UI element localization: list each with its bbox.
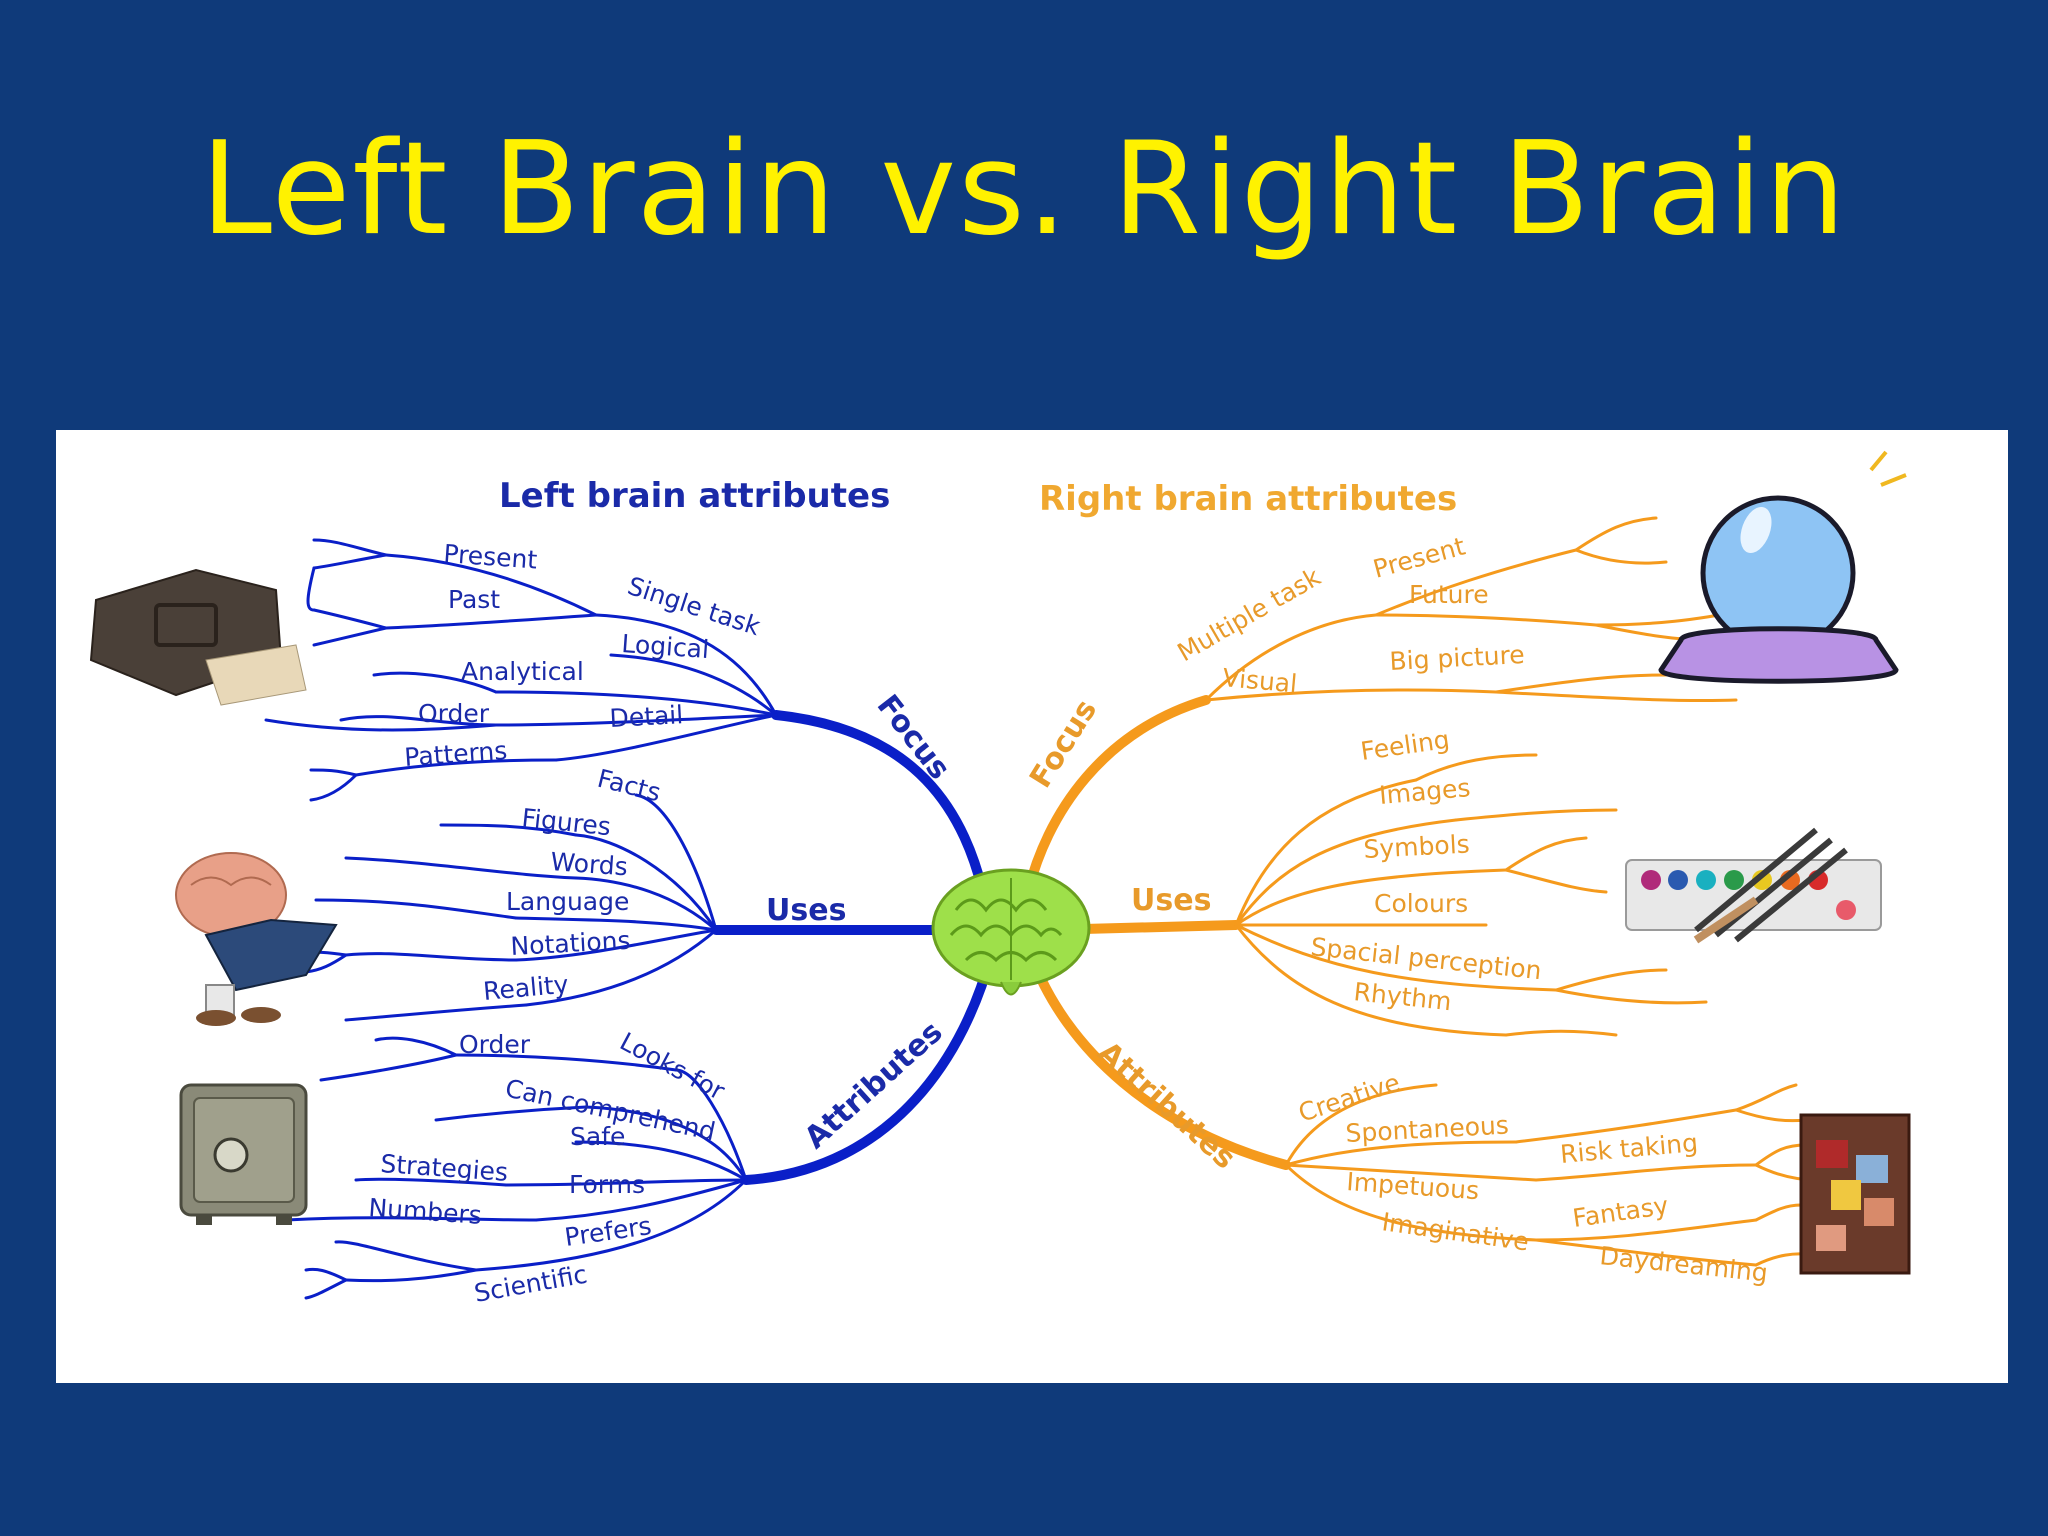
right-leaf-symbols: Symbols — [1363, 829, 1471, 864]
left-leaf-analytical: Analytical — [461, 657, 584, 686]
right-leaf-visual: Visual — [1221, 663, 1298, 698]
paint-palette-icon — [1625, 827, 1882, 944]
left-header: Left brain attributes — [499, 476, 890, 516]
left-leaf-figures: Figures — [520, 803, 612, 841]
left-leaf-looks-for: Looks for — [615, 1027, 730, 1106]
right-branches — [1021, 516, 1818, 1267]
right-uses-label: Uses — [1131, 883, 1211, 918]
left-leaf-language: Language — [506, 887, 629, 916]
left-leaf-strategies: Strategies — [380, 1149, 509, 1187]
right-header: Right brain attributes — [1039, 479, 1457, 519]
left-branches — [264, 538, 996, 1300]
right-leaf-impetuous: Impetuous — [1346, 1167, 1480, 1205]
left-leaf-scientific: Scientific — [472, 1260, 589, 1308]
left-leaf-detail: Detail — [609, 700, 684, 733]
mind-map: Left brain attributes Right brain attrib… — [89, 450, 1911, 1308]
left-leaf-numbers: Numbers — [368, 1193, 483, 1230]
crystal-ball-icon — [1658, 450, 1907, 684]
right-leaf-imaginative: Imaginative — [1380, 1207, 1531, 1256]
left-leaf-past: Past — [448, 585, 500, 614]
right-leaf-images: Images — [1378, 773, 1472, 810]
mind-map-panel: Left brain attributes Right brain attrib… — [56, 430, 2008, 1383]
right-leaf-present: Present — [1370, 531, 1468, 583]
left-leaf-safe: Safe — [570, 1122, 625, 1151]
right-focus-label: Focus — [1023, 694, 1104, 795]
right-leaf-daydreaming: Daydreaming — [1598, 1241, 1769, 1287]
puzzle-icon — [1799, 1113, 1911, 1275]
right-attributes-label: Attributes — [1091, 1035, 1243, 1176]
right-leaf-feeling: Feeling — [1359, 725, 1452, 766]
right-leaf-colours: Colours — [1374, 889, 1468, 918]
left-leaf-notations: Notations — [510, 926, 631, 961]
brain-reading-book-icon — [175, 852, 338, 1026]
right-leaf-multiple-task: Multiple task — [1173, 562, 1326, 667]
left-leaf-forms: Forms — [569, 1170, 645, 1199]
safe-icon — [179, 1083, 308, 1225]
left-leaf-logical: Logical — [621, 629, 710, 664]
right-leaf-fantasy: Fantasy — [1571, 1191, 1670, 1233]
right-leaf-spacial-perception: Spacial perception — [1309, 932, 1543, 985]
left-leaf-present: Present — [443, 539, 539, 574]
left-uses-label: Uses — [766, 893, 846, 928]
left-leaf-words: Words — [550, 847, 629, 881]
left-leaf-order-2: Order — [459, 1030, 531, 1059]
brain-icon — [931, 868, 1091, 996]
right-leaf-big-picture: Big picture — [1389, 640, 1526, 676]
left-leaf-order: Order — [418, 699, 490, 728]
slide-title: Left Brain vs. Right Brain — [200, 115, 1848, 264]
wallet-icon — [89, 568, 307, 706]
left-leaf-facts: Facts — [595, 764, 664, 808]
right-leaf-future: Future — [1409, 580, 1489, 609]
left-leaf-patterns: Patterns — [403, 736, 508, 772]
